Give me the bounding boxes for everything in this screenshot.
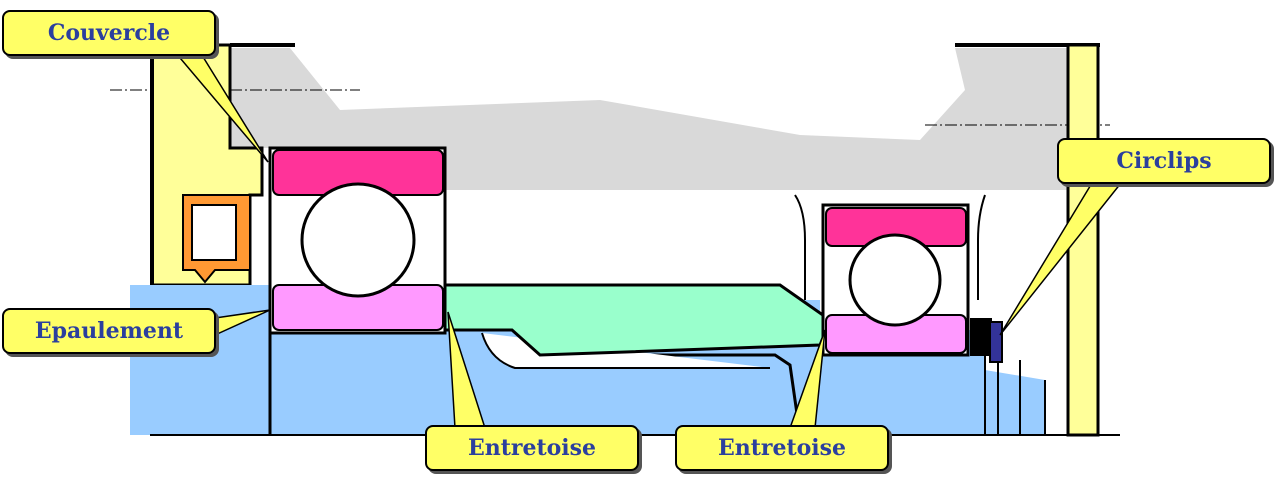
housing-end-plate <box>1066 43 1100 437</box>
circlip <box>970 318 992 356</box>
spacer <box>443 283 832 357</box>
entretoise-right-label: Entretoise <box>675 425 889 471</box>
circlips-pointer <box>999 177 1127 336</box>
couvercle-label: Couvercle <box>2 10 216 56</box>
housing <box>230 48 1070 190</box>
circlips-label: Circlips <box>1057 138 1271 184</box>
right-bearing <box>821 203 970 357</box>
epaulement-label: Epaulement <box>2 308 216 354</box>
entretoise-left-label: Entretoise <box>425 425 639 471</box>
left-bearing <box>268 146 447 335</box>
